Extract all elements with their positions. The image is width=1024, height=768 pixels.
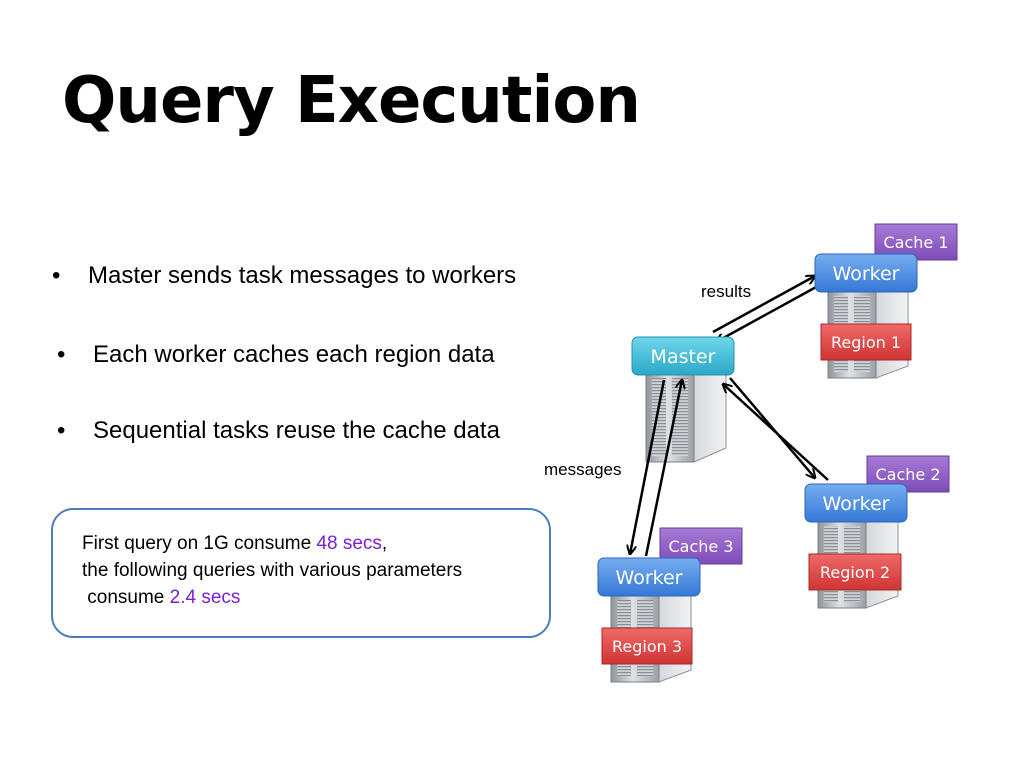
bullet-marker: • <box>52 262 61 289</box>
bullet-marker: • <box>57 417 66 444</box>
worker-1-node: Cache 1 Worker Region 1 <box>814 223 958 361</box>
arrows <box>630 276 829 557</box>
messages-label: messages <box>544 460 621 479</box>
slide-title: Query Execution <box>62 64 641 138</box>
cache-1-label: Cache 1 <box>883 233 948 252</box>
worker-2-node: Cache 2 Worker Region 2 <box>804 455 950 591</box>
cache-3-label: Cache 3 <box>668 537 733 556</box>
master-label: Master <box>651 346 716 368</box>
worker-3-label: Worker <box>616 567 683 589</box>
region-2-label: Region 2 <box>820 563 890 582</box>
arrow-worker-3-to-master <box>644 380 682 557</box>
cache-2-label: Cache 2 <box>875 465 940 484</box>
region-1-label: Region 1 <box>831 333 901 352</box>
arrow-worker-1-to-master <box>716 284 819 342</box>
note-line-1: First query on 1G consume 48 secs, <box>82 533 387 555</box>
arrow-master-to-worker-3 <box>630 379 666 554</box>
bullet-text: Sequential tasks reuse the cache data <box>93 417 500 444</box>
region-3-label: Region 3 <box>612 637 682 656</box>
following-query-time: 2.4 secs <box>169 587 241 608</box>
results-label: results <box>701 282 751 301</box>
note-line-2: the following queries with various param… <box>82 560 463 581</box>
note-text: , <box>381 533 388 554</box>
worker-2-label: Worker <box>823 493 890 515</box>
arrow-master-to-worker-1 <box>712 276 815 334</box>
note-box <box>51 508 551 638</box>
note-line-3: consume 2.4 secs <box>82 587 240 609</box>
arrow-worker-2-to-master <box>723 384 829 481</box>
first-query-time: 48 secs <box>316 533 382 554</box>
bullet-marker: • <box>57 341 66 368</box>
master-node: Master <box>631 336 735 376</box>
bullet-text: Master sends task messages to workers <box>88 262 517 289</box>
bullet-text: Each worker caches each region data <box>93 341 495 368</box>
note-text: First query on 1G consume <box>82 533 317 554</box>
note-text: consume <box>82 587 170 608</box>
worker-3-node: Cache 3 Worker Region 3 <box>597 527 743 665</box>
worker-1-label: Worker <box>833 263 900 285</box>
